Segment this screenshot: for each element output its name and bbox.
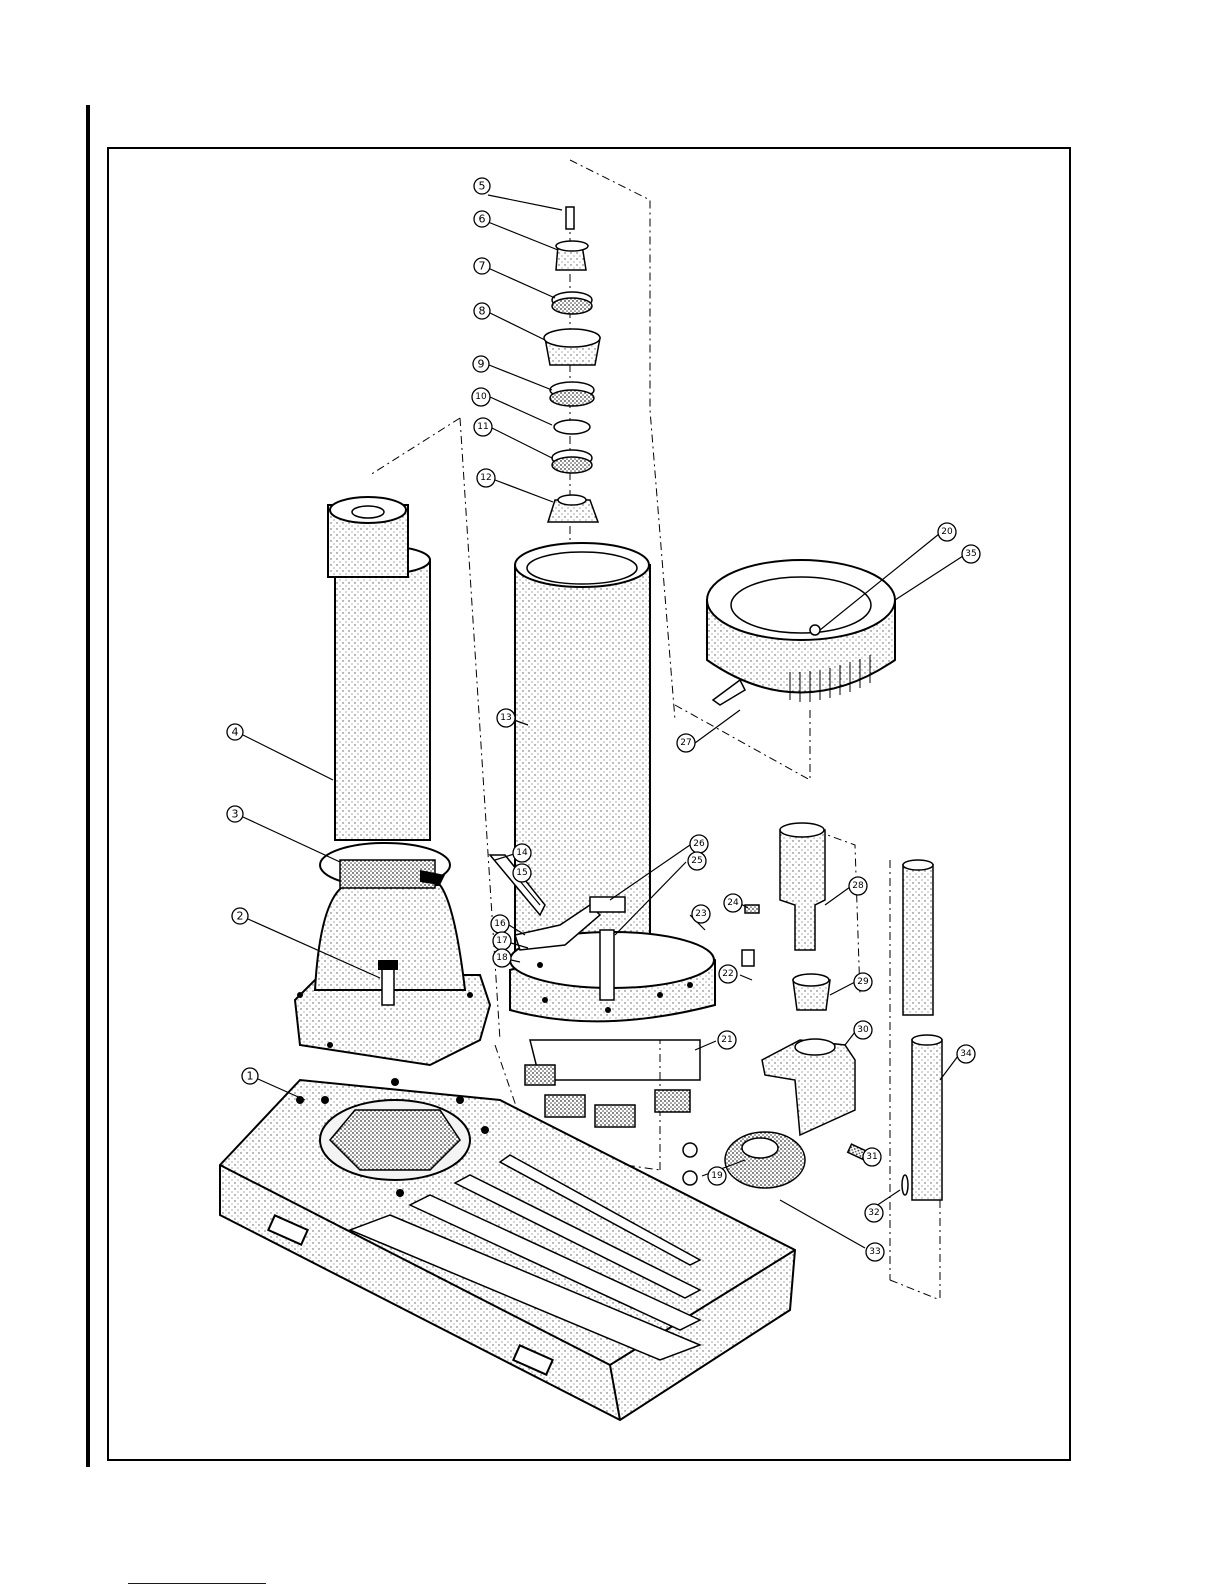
svg-text:5: 5 xyxy=(479,180,486,193)
svg-text:24: 24 xyxy=(727,898,739,908)
svg-text:3: 3 xyxy=(232,808,239,821)
callout-c28: 28 xyxy=(849,877,867,895)
svg-text:23: 23 xyxy=(695,909,706,919)
svg-text:7: 7 xyxy=(479,260,486,273)
svg-text:10: 10 xyxy=(475,392,487,402)
callout-c26: 26 xyxy=(690,835,708,853)
svg-text:26: 26 xyxy=(693,839,705,849)
base-plate xyxy=(220,1078,795,1420)
svg-text:34: 34 xyxy=(960,1049,972,1059)
callout-c11: 11 xyxy=(474,418,492,436)
svg-text:11: 11 xyxy=(477,422,488,432)
callout-c35: 35 xyxy=(962,545,980,563)
svg-text:9: 9 xyxy=(478,358,485,371)
callout-c30: 30 xyxy=(854,1021,872,1039)
callout-c29: 29 xyxy=(854,973,872,991)
callout-c18: 18 xyxy=(493,949,511,967)
callout-c24: 24 xyxy=(724,894,742,912)
callout-c15: 15 xyxy=(513,864,531,882)
callout-c10: 10 xyxy=(472,388,490,406)
svg-text:20: 20 xyxy=(941,527,953,537)
callout-c33: 33 xyxy=(866,1243,884,1261)
svg-text:13: 13 xyxy=(500,713,511,723)
callout-c1: 1 xyxy=(242,1068,258,1084)
svg-text:18: 18 xyxy=(496,953,508,963)
clamp-ring xyxy=(707,560,895,702)
svg-text:15: 15 xyxy=(516,868,527,878)
callout-c27: 27 xyxy=(677,734,695,752)
callout-c6: 6 xyxy=(474,211,490,227)
svg-text:6: 6 xyxy=(479,213,486,226)
svg-text:31: 31 xyxy=(866,1152,877,1162)
callout-c34: 34 xyxy=(957,1045,975,1063)
callout-c5: 5 xyxy=(474,178,490,194)
callout-c17: 17 xyxy=(493,932,511,950)
svg-text:27: 27 xyxy=(680,738,691,748)
svg-text:21: 21 xyxy=(721,1035,732,1045)
svg-text:17: 17 xyxy=(496,936,507,946)
svg-text:22: 22 xyxy=(722,969,733,979)
svg-text:32: 32 xyxy=(868,1208,879,1218)
callout-c25: 25 xyxy=(688,852,706,870)
callout-c23: 23 xyxy=(692,905,710,923)
svg-text:8: 8 xyxy=(479,305,486,318)
svg-text:35: 35 xyxy=(965,549,976,559)
callout-c8: 8 xyxy=(474,303,490,319)
column-assembly xyxy=(295,497,490,1065)
callout-c22: 22 xyxy=(719,965,737,983)
callout-c21: 21 xyxy=(718,1031,736,1049)
svg-text:1: 1 xyxy=(247,1070,254,1083)
callout-c9: 9 xyxy=(473,356,489,372)
callout-c7: 7 xyxy=(474,258,490,274)
svg-text:19: 19 xyxy=(711,1171,723,1181)
callout-c19: 19 xyxy=(708,1167,726,1185)
svg-text:29: 29 xyxy=(857,977,869,987)
callout-c20: 20 xyxy=(938,523,956,541)
callout-c2: 2 xyxy=(232,908,248,924)
callout-c16: 16 xyxy=(491,915,509,933)
callout-c14: 14 xyxy=(513,844,531,862)
callout-c13: 13 xyxy=(497,709,515,727)
callout-c4: 4 xyxy=(227,724,243,740)
callout-c12: 12 xyxy=(477,469,495,487)
svg-text:30: 30 xyxy=(857,1025,869,1035)
bearing-stack xyxy=(544,207,600,522)
callout-c32: 32 xyxy=(865,1204,883,1222)
svg-text:25: 25 xyxy=(691,856,702,866)
callout-c31: 31 xyxy=(863,1148,881,1166)
shaft-and-gear-parts xyxy=(683,680,942,1200)
main-tube xyxy=(490,543,715,1127)
svg-text:2: 2 xyxy=(237,910,244,923)
svg-text:16: 16 xyxy=(494,919,506,929)
svg-text:33: 33 xyxy=(869,1247,880,1257)
svg-text:12: 12 xyxy=(480,473,491,483)
svg-text:4: 4 xyxy=(232,726,239,739)
callout-c3: 3 xyxy=(227,806,243,822)
svg-text:28: 28 xyxy=(852,881,864,891)
svg-text:14: 14 xyxy=(516,848,528,858)
